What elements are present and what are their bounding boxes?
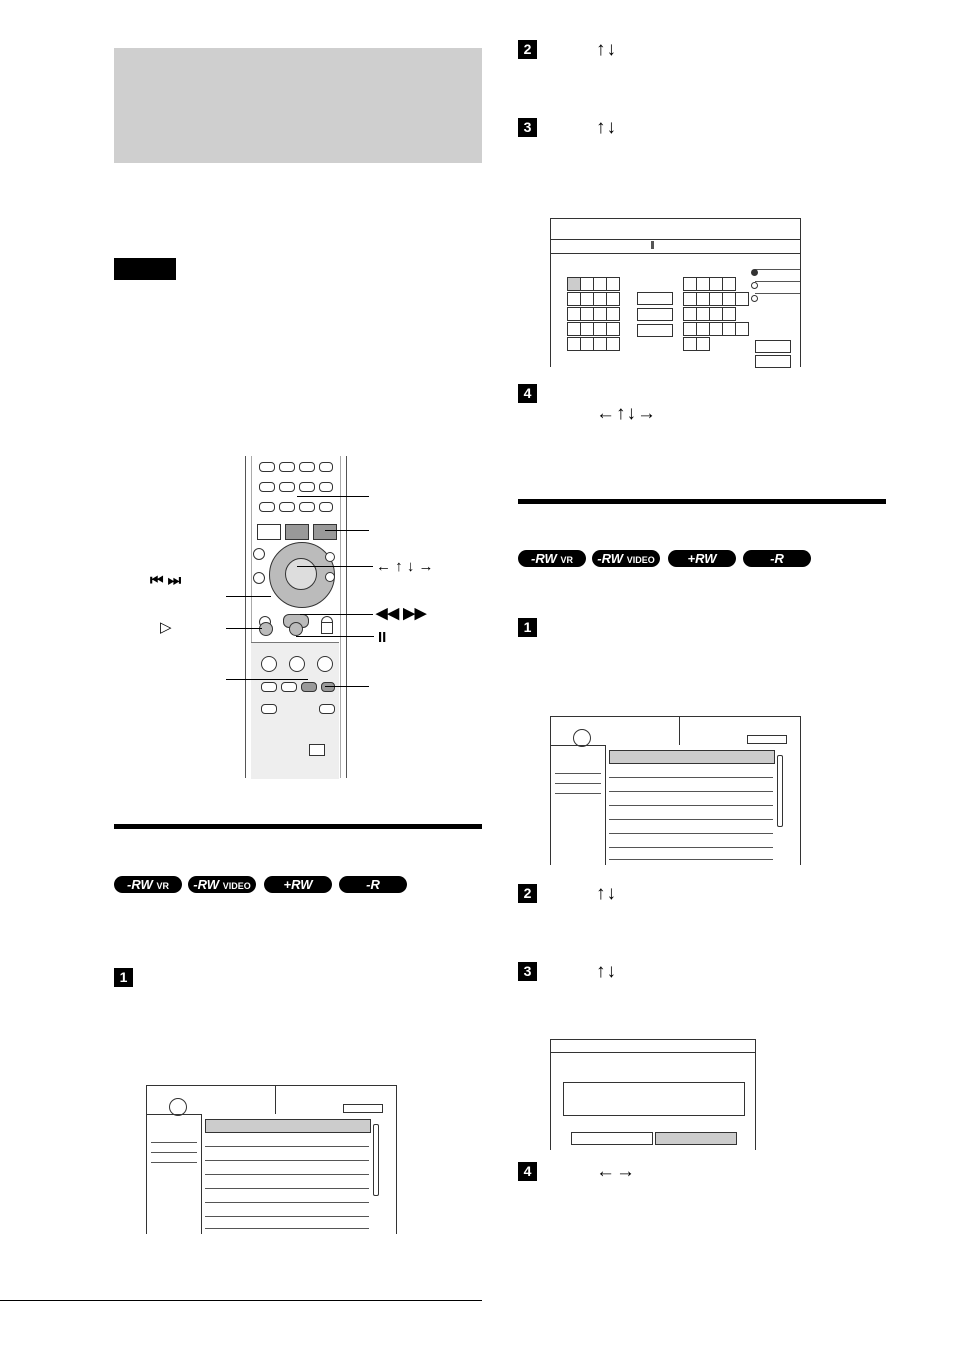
up-down-arrows-icon: ↑↓ [596,961,617,982]
step-3-top: 3 [518,118,537,137]
footer-rule [0,1300,482,1301]
step-1-right: 1 [518,618,537,637]
pause-label: II [378,629,387,646]
up-down-arrows-icon: ↑↓ [596,883,617,904]
four-way-arrows-icon: ←↑↓→ [596,403,657,424]
title-list-screen-right [550,716,801,865]
note-label [114,258,176,280]
remote-control-illustration [245,456,347,779]
up-down-arrows-icon: ↑↓ [596,117,617,138]
prev-next-label: ⏮ ⏭ [150,572,182,589]
disc-badges-left: -RW VR -RW VIDEO +RW -R [114,876,414,894]
up-down-arrows-icon: ↑↓ [596,39,617,60]
disc-icon [573,729,591,747]
character-entry-screen [550,218,801,368]
confirm-dialog-screen [550,1039,756,1150]
arrow-keys-label: ← ↑ ↓ → [376,558,434,575]
disc-icon [169,1098,187,1116]
step-2-bottom: 2 [518,884,537,903]
title-list-screen-left [146,1085,397,1234]
step-1-left: 1 [114,968,133,987]
step-3-bottom: 3 [518,962,537,981]
left-right-arrows-icon: ←→ [596,1161,636,1182]
section-rule-right [518,499,886,504]
section-rule-left [114,824,482,829]
step-2-top: 2 [518,40,537,59]
step-4-bottom: 4 [518,1162,537,1181]
section-title-box [114,48,482,163]
rew-ff-label: ◀◀ ▶▶ [376,605,427,622]
play-label: ▷ [160,619,172,636]
disc-badges-right: -RW VR -RW VIDEO +RW -R [518,550,818,568]
step-4-top: 4 [518,384,537,403]
